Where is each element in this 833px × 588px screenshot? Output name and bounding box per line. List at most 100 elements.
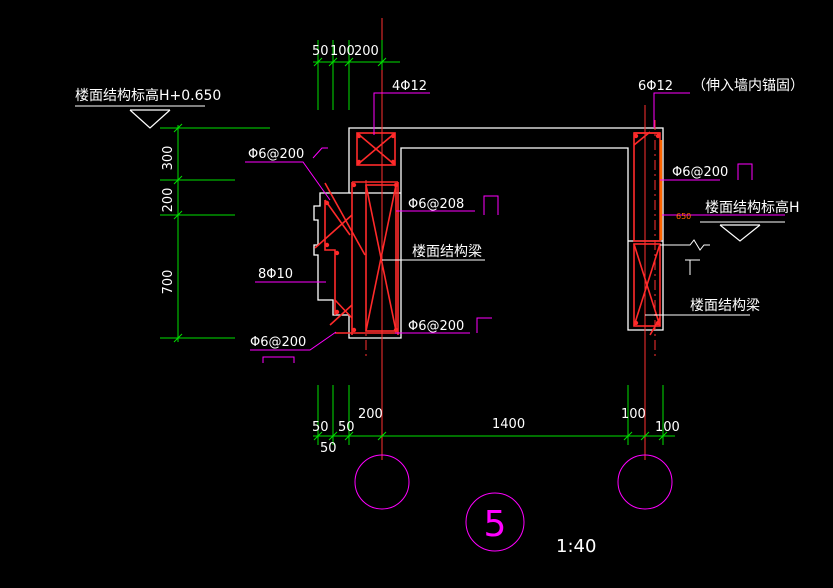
stirrup-glyph (476, 317, 492, 333)
top-elevation-label: 楼面结构标高H+0.650 (75, 87, 221, 104)
rebar-dot (393, 182, 399, 188)
rebar-dot (655, 320, 661, 326)
stirrup-glyph (312, 147, 328, 159)
grid-bubble-left (354, 454, 410, 510)
dim-left-200: 200 (161, 188, 176, 213)
labels: 楼面结构标高H+0.650 楼面结构标高H 楼面结构梁 楼面结构梁 4Φ12 6… (75, 78, 804, 350)
rebar-dot (351, 327, 357, 333)
rebar-dot (351, 182, 357, 188)
stirrup-glyph (483, 195, 499, 215)
dim-bottom-50-b: 50 (338, 420, 355, 435)
rebar-dot (324, 242, 330, 248)
rebar-left-corbel (324, 200, 336, 315)
leader-top-bar-left (373, 92, 430, 135)
detail-bubble (465, 492, 525, 552)
dim-bottom-tick (640, 431, 650, 441)
leader-stirrup-bottom-left (250, 331, 337, 351)
rebar-dot (633, 320, 639, 326)
dim-top-tick (328, 57, 338, 67)
dim-bottom-100-a: 100 (621, 407, 646, 422)
rebar-top-left-box (356, 132, 396, 166)
rebar-dot (334, 250, 340, 256)
top-bar-label-left: 4Φ12 (392, 79, 427, 94)
leader-stirrup-top-left (245, 161, 331, 201)
rebar-right-hook-1 (633, 131, 651, 146)
elev-marker-top (129, 109, 171, 129)
leader-top-bar-right (653, 92, 690, 128)
stirrup-glyph (737, 163, 753, 180)
dim-bottom-tick (313, 431, 323, 441)
beam-label-left: 楼面结构梁 (412, 244, 482, 260)
elev-marker-right (719, 224, 761, 242)
dim-top-100: 100 (330, 44, 355, 59)
rebar-right-beam-stirrup (633, 243, 661, 327)
stirrup-label-top-left: Φ6@200 (248, 147, 304, 162)
dim-top-50: 50 (312, 44, 329, 59)
stirrup-label-right: Φ6@200 (672, 165, 728, 180)
stirrup-glyph (262, 356, 295, 363)
dim-bottom-tick (623, 431, 633, 441)
dimension-lines (160, 40, 675, 445)
elevation-markers (129, 109, 761, 242)
dim-bottom-50-a: 50 (312, 420, 329, 435)
dim-top-tick (377, 57, 387, 67)
rebar-dot (655, 133, 661, 139)
stirrup-label-bottom-right: Φ6@200 (408, 319, 464, 334)
dim-top-tick (344, 57, 354, 67)
rebar-dot (324, 200, 330, 206)
small-note: 650 (676, 212, 691, 221)
rebar-dot (334, 309, 340, 315)
dim-bottom-200: 200 (358, 407, 383, 422)
rebar-left-beam-x2 (365, 184, 397, 332)
white-leaders (75, 105, 785, 316)
detail-number: 5 (484, 504, 507, 545)
dim-bottom-tick (658, 431, 668, 441)
stirrup-label-bottom-left: Φ6@200 (250, 335, 306, 350)
side-bars-label: 8Φ10 (258, 267, 293, 282)
anchor-note: （伸入墙内锚固） (692, 78, 804, 94)
dim-left-700: 700 (161, 270, 176, 295)
dim-bottom-tick (377, 431, 387, 441)
dim-bottom-50-c: 50 (320, 441, 337, 456)
rebar-left-diagonal-2 (324, 199, 351, 236)
rebar-dot (633, 133, 639, 139)
dim-left-tick (173, 175, 183, 185)
beam-label-right: 楼面结构梁 (690, 298, 760, 314)
rebar-left-beam-stirrup (365, 184, 397, 332)
leader-lines (245, 92, 785, 552)
rebar-dots (324, 133, 661, 333)
dim-left-tick (173, 123, 183, 133)
rebar-dot (390, 159, 396, 165)
dim-bottom-100-b: 100 (655, 420, 680, 435)
rebar-dot (356, 159, 362, 165)
dim-bottom-1400: 1400 (492, 417, 525, 432)
grid-bubble-right (617, 454, 673, 510)
rebar-right-beam-x2 (633, 243, 661, 327)
dim-top-tick (313, 57, 323, 67)
rebar (314, 131, 661, 336)
rebar-left-diagonal-4 (334, 299, 353, 319)
dim-left-tick (173, 333, 183, 343)
rebar-top-left-x2 (356, 132, 396, 166)
rebar-left-diagonal-3 (314, 214, 353, 249)
rebar-left-diagonal-5 (329, 304, 353, 326)
rebar-left-diagonal-1 (324, 182, 366, 256)
dim-bottom-tick (328, 431, 338, 441)
dim-left-300: 300 (161, 146, 176, 171)
dim-top-200: 200 (354, 44, 379, 59)
centerlines (365, 18, 656, 460)
rebar-dot (390, 133, 396, 139)
dim-bottom-tick (344, 431, 354, 441)
rebar-dot (393, 327, 399, 333)
detail-scale: 1:40 (556, 536, 596, 557)
dimension-texts: 50 100 200 300 200 700 50 50 50 200 1400… (161, 44, 680, 456)
top-bar-label-right: 6Φ12 (638, 79, 673, 94)
right-elevation-label: 楼面结构标高H (705, 199, 800, 216)
stirrup-label-mid: Φ6@208 (408, 197, 464, 212)
dim-left-tick (173, 210, 183, 220)
rebar-dot (356, 133, 362, 139)
section-outline (313, 127, 664, 339)
break-line (660, 239, 710, 251)
